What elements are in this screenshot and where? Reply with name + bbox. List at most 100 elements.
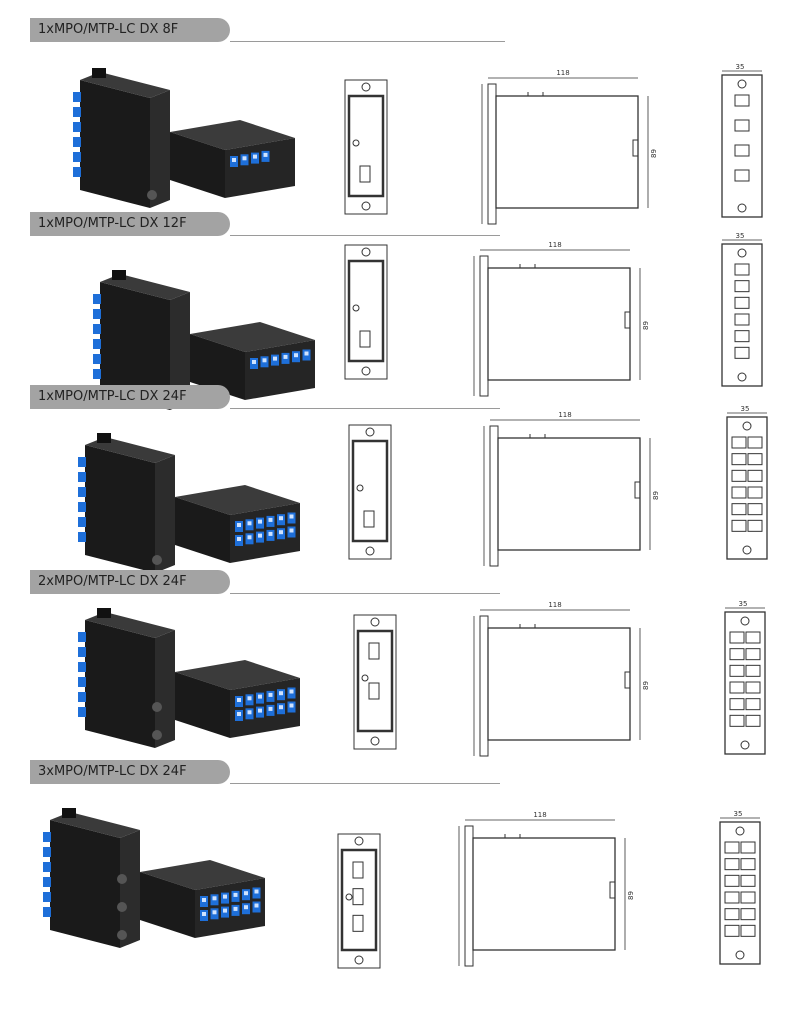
front-panel-drawing — [344, 244, 388, 380]
inner-dimension-label: 89 — [642, 321, 650, 330]
blue-adapter — [73, 107, 81, 117]
mpo-port — [117, 902, 127, 912]
lc-port — [731, 436, 747, 449]
mount-hole-icon — [365, 427, 375, 437]
lc-port — [731, 453, 747, 466]
width-dimension-label: 118 — [548, 601, 561, 609]
height-dimension-label: 109 — [480, 489, 482, 502]
lc-port — [729, 648, 745, 661]
blue-adapter — [73, 167, 81, 177]
blue-adapter — [78, 532, 86, 542]
lc-port — [724, 924, 740, 937]
lc-port — [734, 313, 750, 326]
section-header: 1xMPO/MTP-LC DX 24F — [30, 385, 500, 409]
blue-adapter — [78, 457, 86, 467]
cassette-front-view — [140, 860, 265, 938]
lc-port — [734, 169, 750, 182]
mpo-port — [359, 165, 371, 183]
mount-hole-icon — [742, 421, 752, 431]
lc-port — [745, 631, 761, 644]
blue-adapter — [73, 92, 81, 102]
lc-port — [747, 519, 763, 532]
mount-hole-icon — [361, 82, 371, 92]
mpo-port — [368, 682, 380, 700]
blue-adapter — [43, 877, 51, 887]
product-photo — [43, 808, 265, 948]
mpo-port — [147, 190, 157, 200]
front-panel-drawing — [348, 424, 392, 560]
depth-dimension-label: 35 — [739, 600, 748, 608]
width-dimension-label: 118 — [558, 411, 571, 419]
mount-hole-icon — [361, 247, 371, 257]
cassette-front-view — [170, 120, 295, 198]
front-panel-drawing — [353, 614, 397, 750]
section-title: 1xMPO/MTP-LC DX 8F — [30, 18, 230, 42]
section-title: 3xMPO/MTP-LC DX 24F — [30, 760, 230, 784]
blue-adapter — [73, 152, 81, 162]
section-title: 2xMPO/MTP-LC DX 24F — [30, 570, 230, 594]
lc-port — [745, 681, 761, 694]
lc-port — [729, 714, 745, 727]
lc-port — [724, 858, 740, 871]
cassette-rear-view — [43, 808, 140, 948]
mount-hole-icon — [354, 955, 364, 965]
blue-adapter — [93, 309, 101, 319]
inner-dimension-label: 89 — [650, 149, 658, 158]
mpo-port — [117, 930, 127, 940]
section-header: 1xMPO/MTP-LC DX 8F — [30, 18, 505, 42]
mount-hole-icon — [354, 836, 364, 846]
blue-adapter — [93, 324, 101, 334]
blue-adapter — [78, 632, 86, 642]
blue-adapter — [78, 647, 86, 657]
cassette-rear-view — [78, 608, 175, 748]
header-rule — [230, 783, 500, 784]
mount-hole-icon — [740, 616, 750, 626]
blue-adapter — [73, 137, 81, 147]
header-rule — [230, 408, 500, 409]
lc-port — [724, 874, 740, 887]
mount-hole-icon — [370, 617, 380, 627]
mount-hole-icon — [737, 203, 747, 213]
mpo-port — [363, 510, 375, 528]
inner-dimension-label: 89 — [642, 681, 650, 690]
lc-port — [740, 908, 756, 921]
depth-dimension-label: 35 — [741, 405, 750, 413]
back-panel-drawing: 35 — [726, 405, 768, 560]
blue-adapter — [43, 847, 51, 857]
cassette-rear-view — [73, 68, 170, 208]
blue-adapter — [78, 517, 86, 527]
height-dimension-label: 109 — [455, 889, 457, 902]
blue-adapter — [93, 369, 101, 379]
blue-adapter — [93, 294, 101, 304]
blue-adapter — [73, 122, 81, 132]
width-dimension-label: 118 — [533, 811, 546, 819]
mpo-port — [152, 730, 162, 740]
lc-port — [724, 908, 740, 921]
mount-hole-icon — [365, 546, 375, 556]
mpo-port — [359, 330, 371, 348]
lc-port — [734, 263, 750, 276]
blue-adapter — [78, 472, 86, 482]
cassette-rear-view — [78, 433, 175, 573]
blue-adapter — [43, 892, 51, 902]
mount-hole-icon — [361, 201, 371, 211]
blue-adapter — [43, 907, 51, 917]
inner-dimension-label: 89 — [627, 891, 635, 900]
inner-dimension-label: 89 — [652, 491, 660, 500]
back-panel-drawing: 35 — [721, 63, 763, 218]
lc-port — [734, 144, 750, 157]
mpo-port — [152, 702, 162, 712]
lc-port — [745, 698, 761, 711]
section-header: 1xMPO/MTP-LC DX 12F — [30, 212, 500, 236]
lc-port — [729, 631, 745, 644]
lc-port — [731, 486, 747, 499]
lc-port — [734, 280, 750, 293]
blue-adapter — [93, 354, 101, 364]
mount-hole-icon — [370, 736, 380, 746]
back-panel-drawing: 35 — [721, 232, 763, 387]
mount-hole-icon — [737, 79, 747, 89]
lc-port — [734, 119, 750, 132]
